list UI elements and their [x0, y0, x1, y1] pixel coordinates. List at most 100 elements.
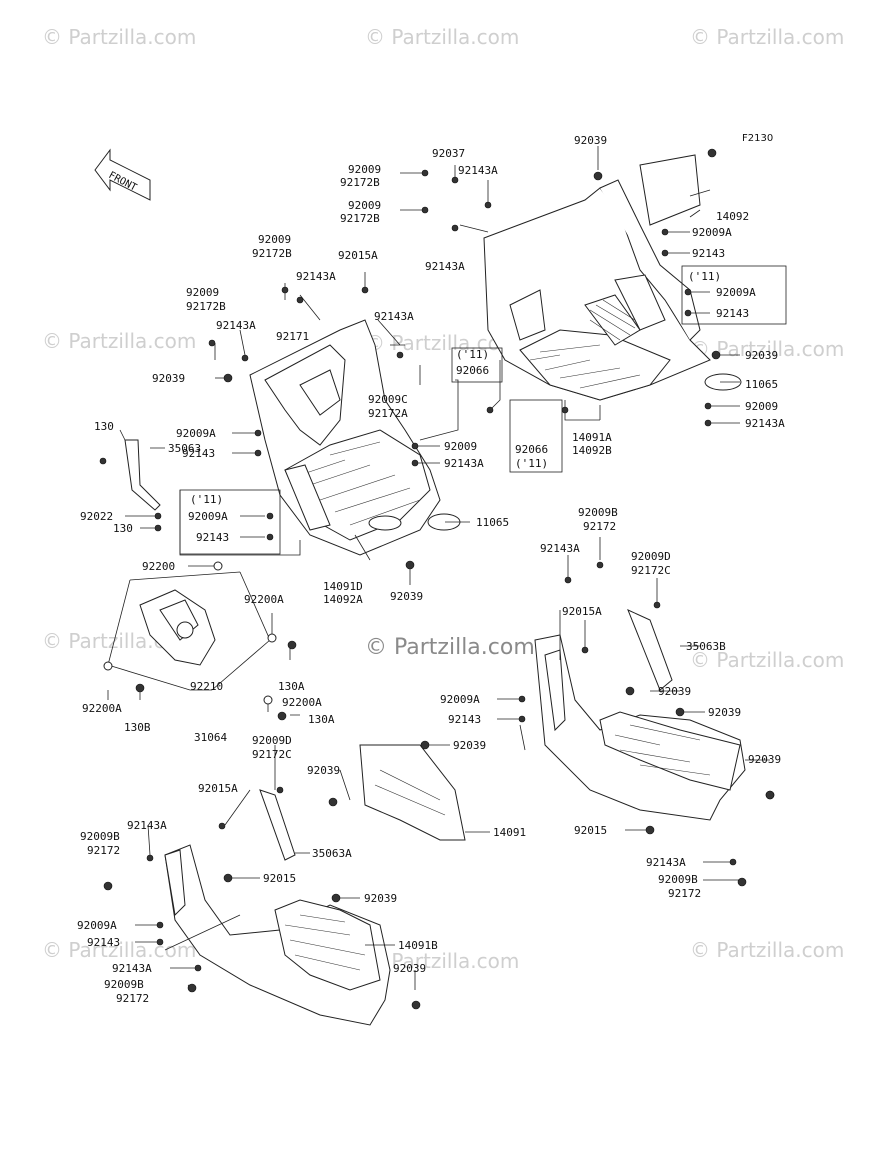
part-label: 92143A [745, 417, 785, 430]
part-label: 92039 [152, 372, 185, 385]
part-label: 92143 [87, 936, 120, 949]
part-label: 92210 [190, 680, 223, 693]
part-label: 92009A [440, 693, 480, 706]
part-label: 11065 [745, 378, 778, 391]
part-label: 92039 [390, 590, 423, 603]
part-label: 92009D [252, 734, 292, 747]
part-label: 130 [94, 420, 114, 433]
part-label: 92172 [87, 844, 120, 857]
bracket-assembly-31064 [107, 571, 271, 691]
part-label: 92009A [716, 286, 756, 299]
part-label: 92009C [368, 393, 408, 406]
watermark: © Partzilla.com [690, 938, 844, 962]
part-label: 92143 [448, 713, 481, 726]
part-label: 92172 [668, 887, 701, 900]
part-label: 92009A [176, 427, 216, 440]
part-label: 35063 [168, 442, 201, 455]
leader-lines [107, 146, 770, 991]
part-label: 92009B [104, 978, 144, 991]
bracket-35063 [124, 439, 161, 511]
part-label: 14091D [323, 580, 363, 593]
part-label: ('11) [515, 457, 548, 470]
floor-panel-right [483, 154, 711, 401]
part-label: 92009 [348, 199, 381, 212]
part-label: 92172 [583, 520, 616, 533]
part-label: 92039 [307, 764, 340, 777]
part-label: 92039 [748, 753, 781, 766]
part-label: 92200A [282, 696, 322, 709]
part-label: 92172C [631, 564, 671, 577]
part-label: 92066 [456, 364, 489, 377]
part-label: 14092 [716, 210, 749, 223]
part-label: 92039 [393, 962, 426, 975]
part-label: 130B [124, 721, 151, 734]
part-label: 92172A [368, 407, 408, 420]
part-label: 92066 [515, 443, 548, 456]
watermark: © Partzilla.com [690, 648, 844, 672]
part-label: 92171 [276, 330, 309, 343]
part-label: 92039 [364, 892, 397, 905]
part-label: 92037 [432, 147, 465, 160]
part-label: 92143A [216, 319, 256, 332]
part-label: 92143 [692, 247, 725, 260]
part-label: 92009 [444, 440, 477, 453]
part-label: 92039 [453, 739, 486, 752]
front-arrow-icon: FRONT [94, 148, 151, 201]
part-label: 92200 [142, 560, 175, 573]
watermark-center: © Partzilla.com [365, 635, 535, 660]
part-label: 35063B [686, 640, 726, 653]
part-label: 92009 [745, 400, 778, 413]
part-label: 14092A [323, 593, 363, 606]
part-label: 92039 [708, 706, 741, 719]
part-label: 92039 [745, 349, 778, 362]
part-label: 92143A [444, 457, 484, 470]
part-label: 92172B [340, 176, 380, 189]
part-label: ('11) [190, 493, 223, 506]
part-label: 130A [308, 713, 335, 726]
watermark: © Partzilla.com [42, 25, 196, 49]
part-label: 92015A [198, 782, 238, 795]
part-label: 92039 [574, 134, 607, 147]
part-label: 92143 [196, 531, 229, 544]
part-label: 92015 [574, 824, 607, 837]
part-label: 14091A [572, 431, 612, 444]
part-label: 130 [113, 522, 133, 535]
part-label: 92172B [186, 300, 226, 313]
part-label: 92172B [252, 247, 292, 260]
part-label: 92015A [562, 605, 602, 618]
floor-panel-left [249, 319, 441, 556]
part-label: 11065 [476, 516, 509, 529]
part-label: 92009A [77, 919, 117, 932]
part-label: 92143 [182, 447, 215, 460]
variant-boxes [179, 265, 787, 555]
part-label: 92143A [540, 542, 580, 555]
watermark-layer: © Partzilla.com © Partzilla.com © Partzi… [42, 25, 844, 973]
part-label: 92009D [631, 550, 671, 563]
part-label: 92143A [374, 310, 414, 323]
fasteners [99, 148, 775, 1010]
watermark: © Partzilla.com [42, 938, 196, 962]
part-label: 14091 [493, 826, 526, 839]
part-label: 92015A [338, 249, 378, 262]
part-label: ('11) [688, 270, 721, 283]
part-label: 14092B [572, 444, 612, 457]
part-label: 31064 [194, 731, 227, 744]
part-label: 92143A [296, 270, 336, 283]
part-label: ('11) [456, 348, 489, 361]
part-label: 92009B [80, 830, 120, 843]
diagram-code: F2130 [742, 133, 773, 144]
lower-panel-right [534, 609, 746, 821]
part-label: 92009B [658, 873, 698, 886]
part-label: 92143A [458, 164, 498, 177]
part-label: 92009 [258, 233, 291, 246]
part-label: 92039 [658, 685, 691, 698]
watermark: © Partzilla.com [365, 949, 519, 973]
part-label: 92200A [244, 593, 284, 606]
part-label: 92143A [646, 856, 686, 869]
watermark: © Partzilla.com [690, 25, 844, 49]
part-label: 92009A [692, 226, 732, 239]
watermark: © Partzilla.com [42, 329, 196, 353]
part-label: 92009B [578, 506, 618, 519]
part-label: 92172C [252, 748, 292, 761]
